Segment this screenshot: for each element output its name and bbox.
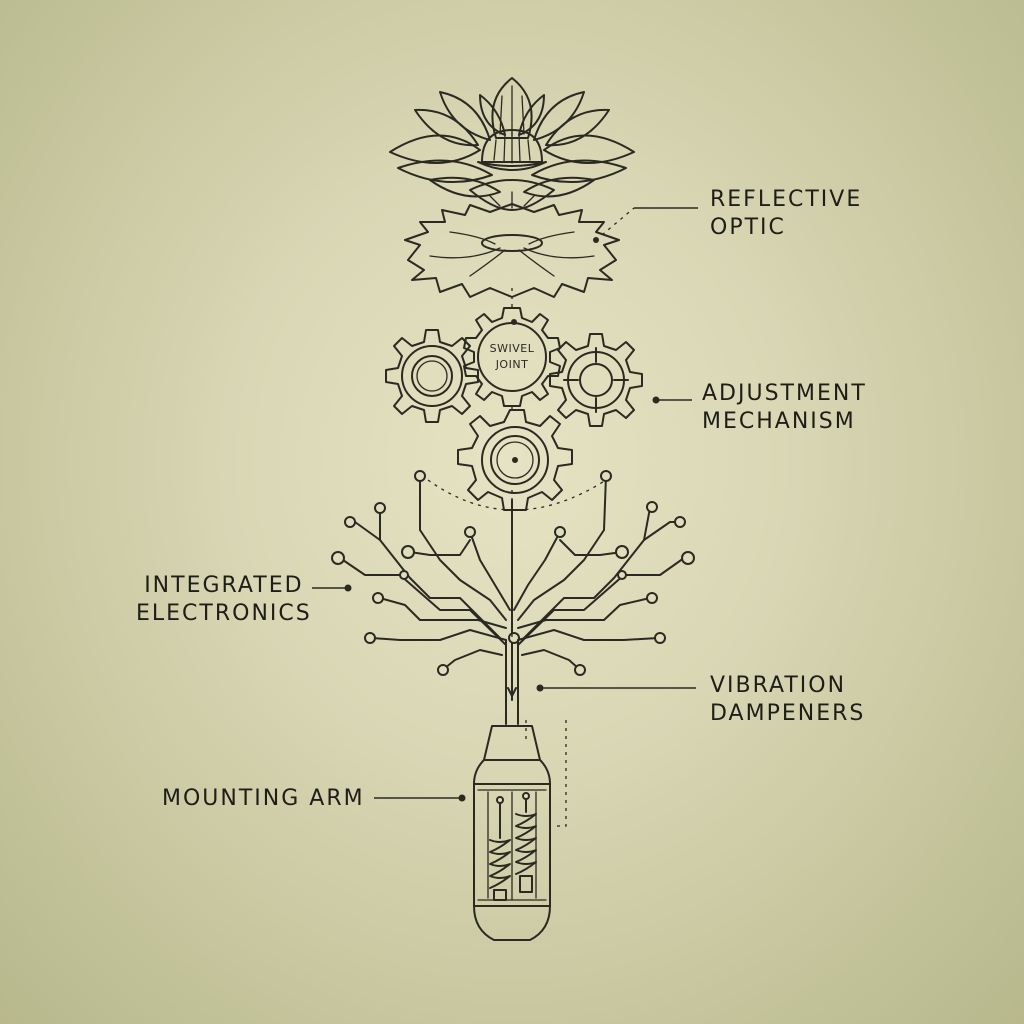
bottom-gear — [457, 409, 573, 511]
swivel-joint-gear: SWIVEL JOINT — [463, 307, 561, 407]
label-integrated-electronics-line1: INTEGRATED — [144, 573, 304, 598]
label-adjustment-mechanism-line1: ADJUSTMENT — [702, 381, 867, 406]
left-gear — [385, 329, 479, 423]
label-integrated-electronics: INTEGRATED ELECTRONICS — [136, 572, 312, 628]
circuit-tree — [331, 470, 695, 701]
label-adjustment-mechanism-line2: MECHANISM — [702, 409, 856, 434]
label-vibration-dampeners: VIBRATION DAMPENERS — [710, 672, 865, 728]
swivel-label-line2: JOINT — [495, 358, 529, 371]
label-reflective-optic-line1: REFLECTIVE — [710, 187, 863, 212]
label-adjustment-mechanism: ADJUSTMENT MECHANISM — [702, 380, 867, 436]
label-vibration-dampeners-line2: DAMPENERS — [710, 701, 866, 726]
label-reflective-optic: REFLECTIVE OPTIC — [710, 186, 862, 242]
reflective-dish — [404, 203, 620, 298]
label-integrated-electronics-line2: ELECTRONICS — [136, 601, 312, 626]
mounting-arm — [473, 699, 551, 941]
center-axis-line — [511, 288, 527, 740]
dampener-dashed — [554, 720, 567, 827]
label-reflective-optic-line2: OPTIC — [710, 215, 786, 240]
leader-lines — [312, 207, 698, 802]
optic-leader-dashed — [595, 207, 635, 241]
label-vibration-dampeners-line1: VIBRATION — [710, 673, 847, 698]
label-mounting-arm: MOUNTING ARM — [162, 786, 365, 811]
right-gear — [549, 333, 643, 427]
lotus-flower — [389, 77, 635, 211]
gear-arc-line — [427, 479, 607, 511]
swivel-label-line1: SWIVEL — [490, 342, 535, 355]
